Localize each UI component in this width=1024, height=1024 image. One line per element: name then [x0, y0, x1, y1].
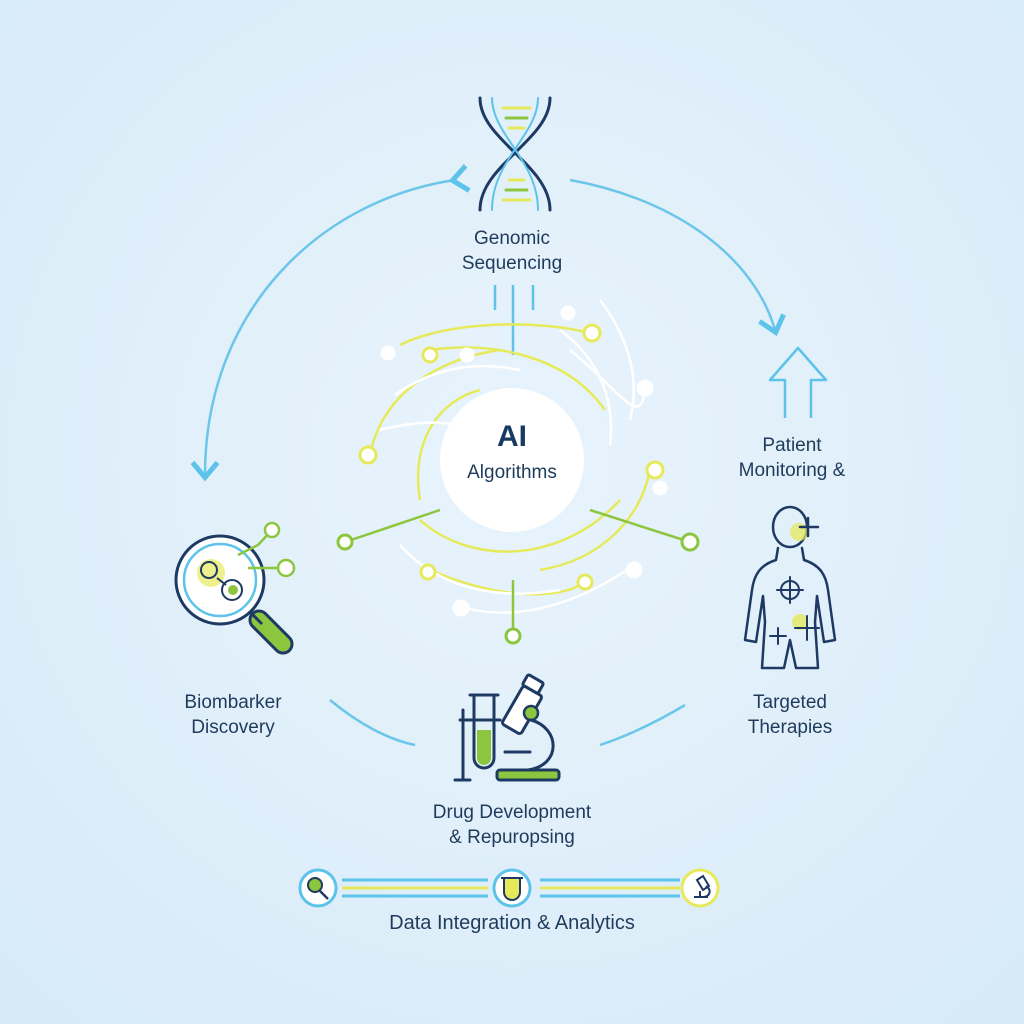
- ai-subtitle: Algorithms: [467, 462, 557, 483]
- cycle-arc-bottom-right: [599, 703, 686, 747]
- drug-development-label: Drug Development & Repuropsing: [392, 800, 632, 850]
- targeted-therapies-label: Targeted Therapies: [710, 690, 870, 740]
- biomarker-label-line2: Discovery: [191, 717, 275, 738]
- targeted-label-line1: Targeted: [753, 692, 827, 713]
- dna-connector-lines: [493, 285, 535, 355]
- pipeline-microscope-icon: [680, 868, 720, 908]
- cycle-arrow-left: [190, 164, 471, 482]
- pipeline-flask-icon: [492, 868, 532, 908]
- microscope-icon: [453, 673, 561, 782]
- biomarker-discovery-label: Biombarker Discovery: [153, 690, 313, 740]
- magnifier-icon: [174, 521, 296, 655]
- genomic-sequencing-label: Genomic Sequencing: [432, 226, 592, 276]
- cycle-arrow-right: [569, 178, 786, 337]
- ai-title: AI: [497, 420, 527, 453]
- data-pipeline-bar: [342, 878, 680, 898]
- genomic-label-line2: Sequencing: [461, 253, 563, 274]
- ai-network-nodes: [336, 305, 700, 645]
- monitoring-label-line1: Patient: [762, 435, 822, 456]
- cycle-arc-bottom-left: [329, 699, 416, 747]
- ai-core-circle: [440, 388, 584, 532]
- drug-label-line1: Drug Development: [432, 802, 592, 823]
- biomarker-label-line1: Biombarker: [184, 692, 282, 713]
- targeted-label-line2: Therapies: [747, 717, 833, 738]
- drug-label-line2: & Repuropsing: [449, 827, 575, 848]
- up-arrow-icon: [768, 346, 828, 418]
- monitoring-label-line2: Monitoring &: [738, 460, 846, 481]
- genomic-label-line1: Genomic: [473, 228, 551, 249]
- data-integration-label: Data Integration & Analytics: [389, 912, 635, 934]
- human-body-icon: [743, 505, 837, 670]
- patient-monitoring-label: Patient Monitoring &: [712, 433, 872, 483]
- dna-icon: [478, 96, 552, 212]
- pipeline-magnifier-icon: [298, 868, 338, 908]
